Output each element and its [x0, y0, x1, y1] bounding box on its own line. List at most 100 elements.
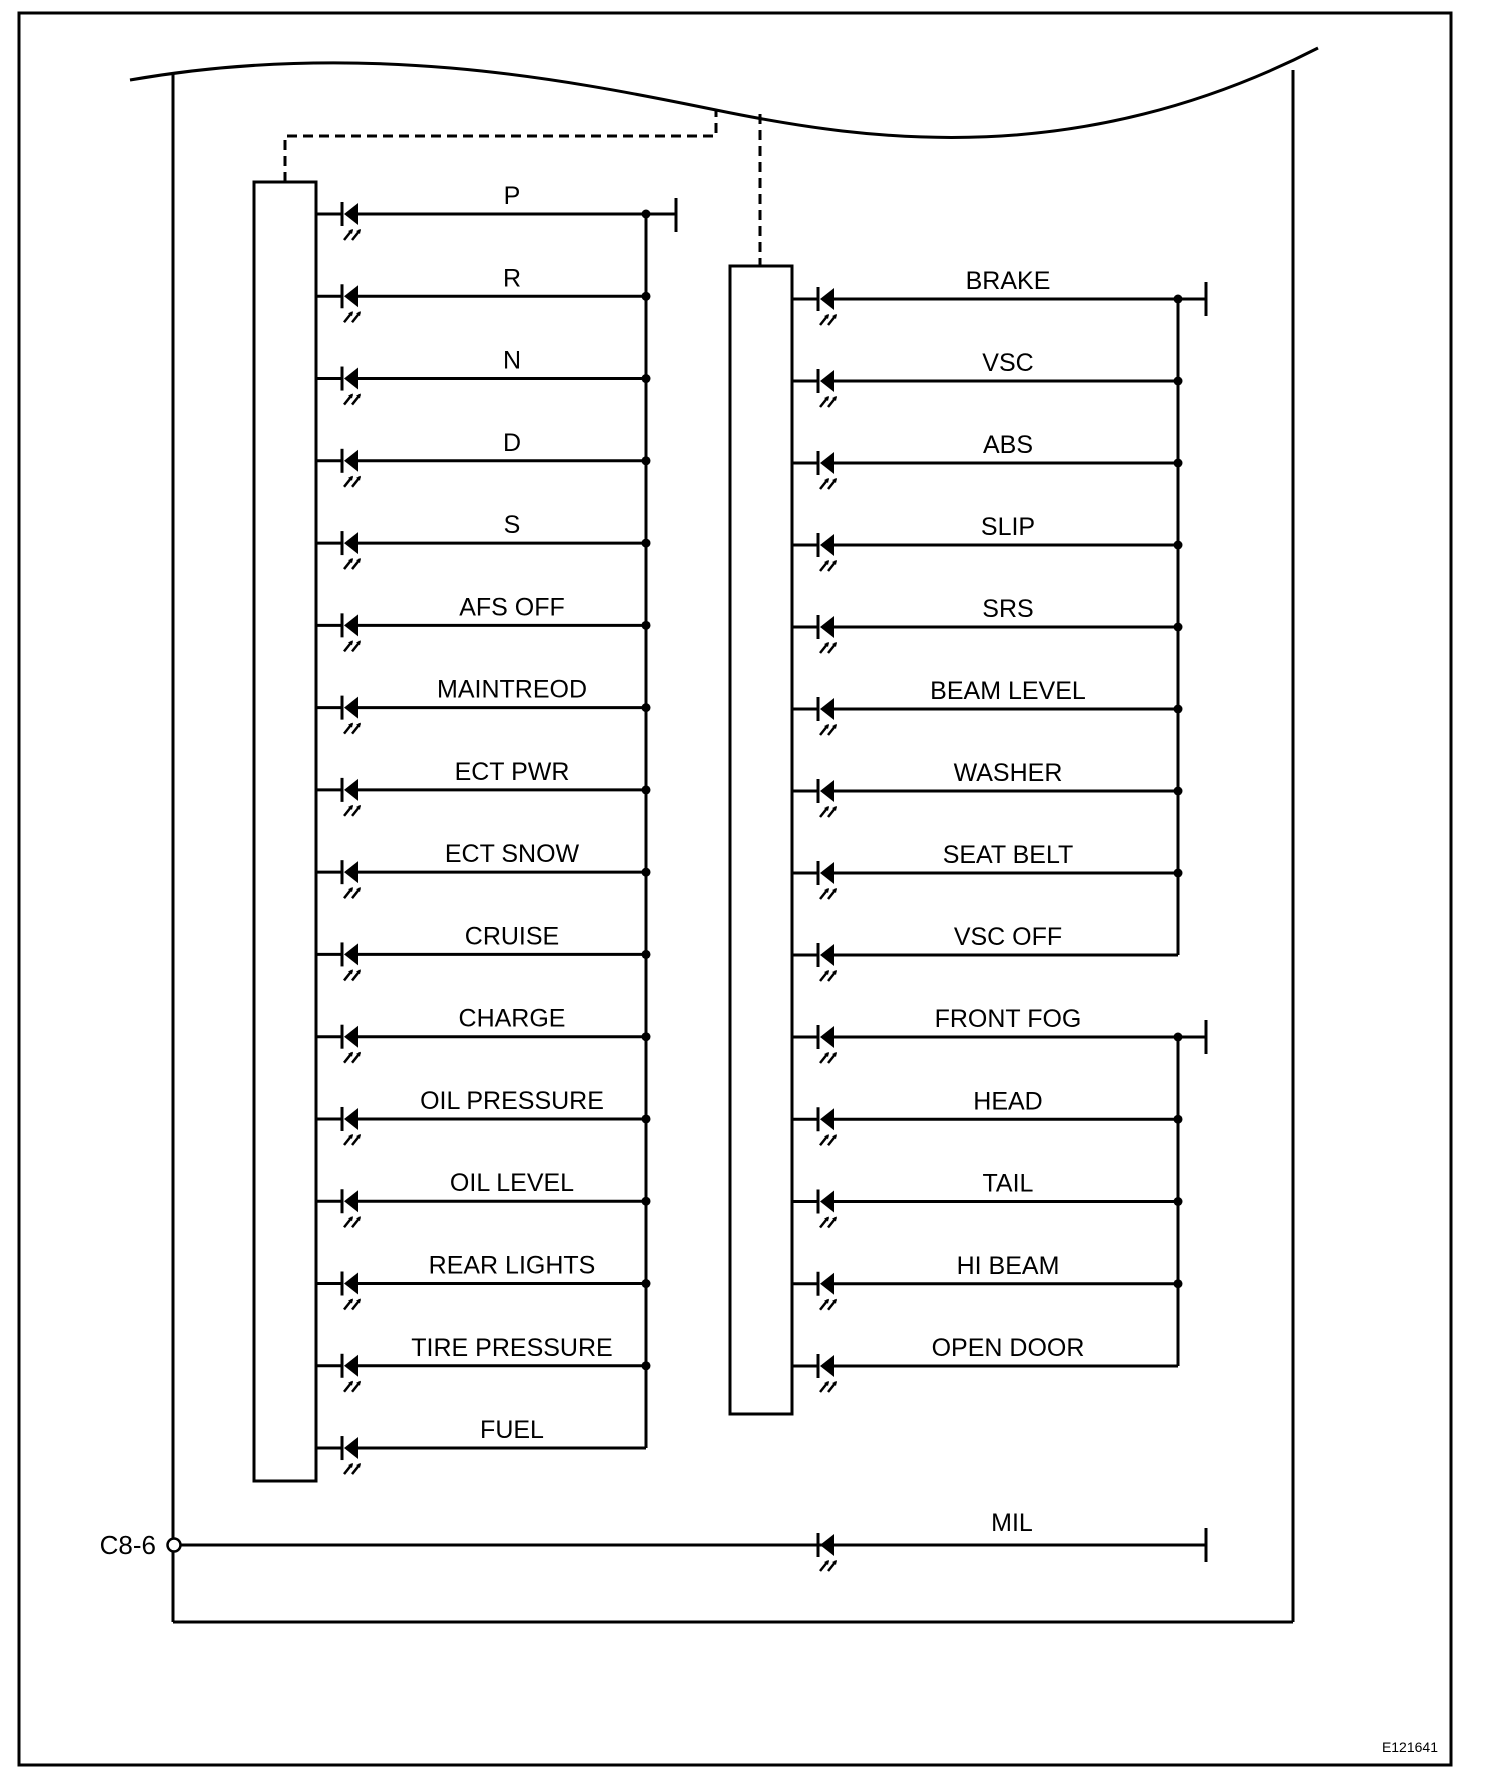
indicator-row: P — [316, 182, 651, 241]
junction-dot — [1173, 1279, 1183, 1289]
indicator-row: HEAD — [792, 1087, 1183, 1147]
led-icon — [816, 1533, 837, 1572]
indicator-label: R — [503, 264, 521, 292]
junction-dot — [1173, 786, 1183, 796]
indicator-label: FRONT FOG — [935, 1005, 1082, 1033]
indicator-label: SLIP — [981, 513, 1035, 541]
indicator-row: OIL LEVEL — [316, 1169, 651, 1229]
indicator-row: ECT PWR — [316, 758, 651, 817]
indicator-row: HI BEAM — [792, 1252, 1183, 1311]
indicator-row: FUEL — [316, 1416, 646, 1475]
indicator-row: AFS OFF — [316, 593, 651, 653]
indicator-label: TAIL — [983, 1170, 1034, 1198]
led-icon — [340, 448, 361, 488]
junction-dot — [1173, 1114, 1183, 1124]
junction-dot — [641, 1114, 651, 1124]
junction-dot — [641, 374, 651, 384]
led-icon — [340, 613, 361, 653]
mil-label: MIL — [991, 1509, 1033, 1537]
junction-dot — [1173, 1032, 1183, 1042]
indicator-row: ABS — [792, 431, 1183, 490]
indicator-row: OIL PRESSURE — [316, 1087, 651, 1146]
right-ic-block — [728, 264, 794, 1416]
junction-dot — [641, 538, 651, 548]
indicator-label: WASHER — [954, 759, 1063, 787]
led-icon — [340, 1024, 361, 1064]
indicator-label: VSC OFF — [954, 923, 1062, 951]
led-icon — [340, 942, 361, 982]
indicator-row: CHARGE — [316, 1005, 651, 1064]
junction-dot — [1173, 868, 1183, 878]
indicator-label: ECT SNOW — [445, 840, 580, 868]
led-icon — [340, 1436, 361, 1475]
junction-dot — [641, 785, 651, 795]
indicator-row: WASHER — [792, 759, 1183, 818]
indicator-row: ECT SNOW — [316, 840, 651, 899]
indicator-row: SRS — [792, 595, 1183, 654]
junction-dot — [641, 949, 651, 959]
led-icon — [816, 779, 837, 818]
indicator-label: CHARGE — [459, 1005, 566, 1033]
indicator-label: D — [503, 429, 521, 457]
led-icon — [340, 777, 361, 817]
led-icon — [340, 1106, 361, 1146]
indicator-row: FRONT FOG — [792, 1005, 1183, 1064]
indicator-row: VSC OFF — [792, 923, 1178, 982]
indicator-label: ABS — [983, 431, 1033, 459]
led-icon — [816, 1271, 837, 1311]
indicator-label: TIRE PRESSURE — [411, 1334, 612, 1362]
indicator-label: HI BEAM — [957, 1252, 1060, 1280]
left-ic-block — [252, 180, 318, 1483]
led-icon — [816, 861, 837, 900]
indicator-row: REAR LIGHTS — [316, 1252, 651, 1311]
indicator-label: AFS OFF — [459, 593, 565, 621]
junction-dot — [641, 620, 651, 630]
indicator-row: SLIP — [792, 513, 1183, 572]
indicator-row: VSC — [792, 349, 1183, 408]
led-icon — [340, 284, 361, 324]
led-icon — [816, 1189, 837, 1229]
right-indicator-rows: BRAKE VSC ABS SLIP SRS BEAM LEVEL WASHER SEAT B… — [792, 267, 1183, 1393]
indicator-row: MAINTREOD — [316, 676, 651, 735]
led-icon — [340, 695, 361, 735]
mil-row: C8-6 MIL — [100, 1509, 1208, 1572]
junction-dot — [1173, 294, 1183, 304]
led-icon — [816, 451, 837, 490]
figure-frame — [17, 11, 1453, 1767]
indicator-row: SEAT BELT — [792, 841, 1183, 900]
indicator-row: S — [316, 511, 651, 570]
indicator-label: VSC — [982, 349, 1033, 377]
led-icon — [340, 202, 361, 241]
junction-dot — [641, 703, 651, 713]
led-icon — [340, 860, 361, 899]
indicator-label: ECT PWR — [455, 758, 570, 786]
indicator-label: HEAD — [973, 1087, 1042, 1115]
connector-label: C8-6 — [100, 1530, 156, 1560]
junction-dot — [1173, 1197, 1183, 1206]
junction-dot — [1173, 458, 1183, 468]
indicator-label: P — [504, 182, 521, 210]
indicator-row: D — [316, 429, 651, 488]
junction-dot — [641, 291, 651, 301]
led-icon — [816, 1107, 837, 1147]
junction-dot — [641, 867, 651, 877]
figure-code: E121641 — [1382, 1739, 1438, 1755]
indicator-row: N — [316, 347, 651, 406]
led-icon — [340, 366, 361, 406]
indicator-label: BEAM LEVEL — [930, 677, 1086, 705]
indicator-row: TIRE PRESSURE — [316, 1334, 651, 1393]
led-icon — [340, 531, 361, 570]
junction-dot — [1173, 704, 1183, 714]
indicator-row: BRAKE — [792, 267, 1183, 326]
led-icon — [340, 1353, 361, 1393]
led-icon — [816, 287, 837, 326]
led-icon — [816, 533, 837, 572]
led-icon — [340, 1189, 361, 1229]
led-icon — [816, 369, 837, 408]
led-icon — [816, 1025, 837, 1064]
indicator-label: REAR LIGHTS — [429, 1252, 596, 1280]
indicator-label: SRS — [982, 595, 1033, 623]
indicator-row: OPEN DOOR — [792, 1334, 1178, 1393]
